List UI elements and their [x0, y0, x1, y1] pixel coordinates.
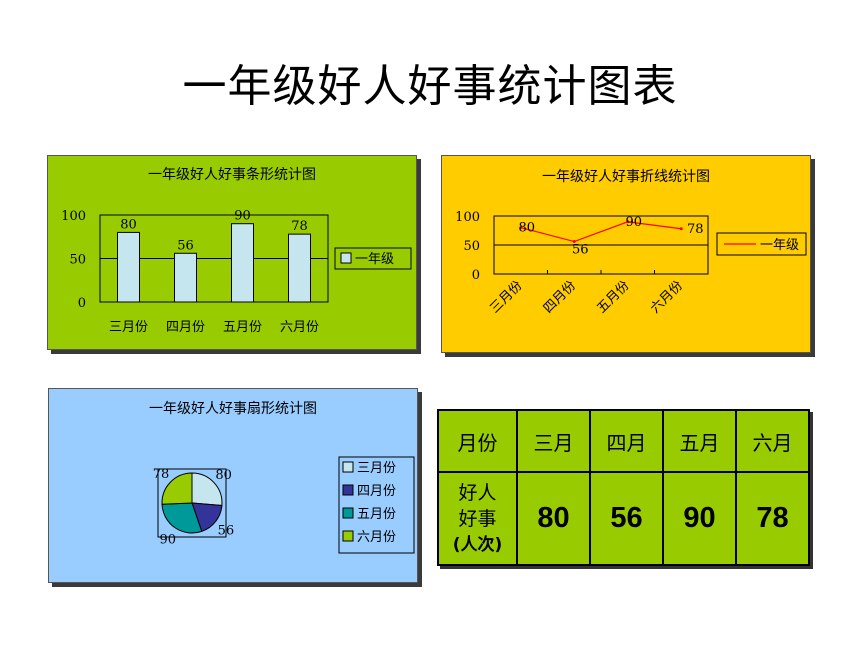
row-label-line: 好人 — [458, 481, 497, 504]
data-label: 56 — [177, 238, 194, 253]
legend-label: 五月份 — [357, 507, 396, 522]
table-header-row: 月份 三月 四月 五月 六月 — [437, 409, 810, 473]
y-tick-label: 0 — [472, 268, 480, 283]
row-label-line: 好事 — [458, 507, 497, 530]
page-title: 一年级好人好事统计图表 — [182, 61, 678, 112]
chart-title: 一年级好人好事条形统计图 — [148, 166, 316, 183]
legend-box — [716, 232, 807, 256]
data-label: 90 — [234, 209, 251, 224]
legend-swatch — [342, 507, 354, 519]
legend-label: 三月份 — [357, 461, 396, 476]
pie-slice — [191, 472, 223, 507]
legend-label: 一年级 — [760, 238, 799, 253]
table-value: 56 — [589, 471, 664, 566]
y-tick-label: 100 — [455, 210, 480, 225]
x-tick-label: 六月份 — [280, 320, 319, 335]
x-tick-label: 六月份 — [648, 278, 686, 316]
data-point — [519, 226, 523, 230]
legend-swatch — [340, 252, 352, 264]
x-tick-label: 三月份 — [487, 278, 525, 316]
table-value: 78 — [735, 471, 810, 566]
pie-slice — [161, 472, 193, 505]
bar — [117, 231, 140, 303]
data-point — [679, 227, 683, 231]
data-point — [572, 240, 576, 244]
bar — [288, 233, 311, 303]
table-row-label: 好人 好事 (人次) — [437, 471, 518, 566]
legend-box — [338, 456, 415, 554]
legend-swatch — [342, 484, 354, 496]
data-label: 80 — [120, 217, 137, 232]
table-header-label: 月份 — [437, 409, 518, 473]
bar-chart-panel: 一年级好人好事条形统计图 0 50 100 80 三月份 56 四月份 90 五月份 78 六月份 一年… — [47, 155, 417, 350]
y-tick-label: 100 — [61, 209, 86, 224]
x-tick-label: 三月份 — [109, 320, 148, 335]
bar-chart: 一年级好人好事条形统计图 0 50 100 80 三月份 56 四月份 90 五月份 78 六月份 一年… — [61, 166, 412, 335]
line-chart-panel: 一年级好人好事折线统计图 0 50 100 80 三月份 56 四月份 90 五月份 78 六月份 一年… — [441, 155, 811, 353]
plot-area — [157, 468, 227, 538]
row-label-unit: (人次) — [452, 534, 503, 555]
bar — [174, 252, 197, 303]
series-line — [520, 221, 682, 243]
table-month: 五月 — [662, 409, 737, 473]
table-month: 四月 — [589, 409, 664, 473]
data-label: 90 — [159, 533, 176, 548]
legend-swatch — [342, 530, 354, 542]
data-label: 90 — [625, 215, 642, 230]
legend-box — [334, 247, 412, 270]
table-month: 三月 — [516, 409, 591, 473]
y-tick-label: 50 — [69, 253, 86, 268]
bar — [231, 223, 254, 303]
data-label: 56 — [218, 523, 235, 538]
line-chart: 一年级好人好事折线统计图 0 50 100 80 三月份 56 四月份 90 五月份 78 六月份 一年… — [455, 169, 807, 316]
chart-title: 一年级好人好事折线统计图 — [542, 169, 710, 185]
data-label: 80 — [518, 221, 535, 236]
y-tick-label: 50 — [463, 239, 480, 254]
legend-swatch — [342, 461, 354, 473]
pie-slice — [161, 502, 203, 534]
table-value: 90 — [662, 471, 737, 566]
data-label: 78 — [687, 222, 704, 237]
x-tick-label: 四月份 — [166, 320, 205, 335]
data-label: 78 — [291, 219, 308, 234]
chart-title: 一年级好人好事扇形统计图 — [149, 401, 317, 417]
pie-chart-panel: 一年级好人好事扇形统计图 80 56 90 78 三月份四月份五月份六月份 — [48, 388, 418, 583]
data-label: 78 — [153, 467, 170, 482]
legend-label: 四月份 — [357, 484, 396, 499]
legend-label: 六月份 — [357, 530, 396, 545]
table-value: 80 — [516, 471, 591, 566]
table-month: 六月 — [735, 409, 810, 473]
x-tick-label: 五月份 — [594, 278, 632, 316]
data-table: 月份 三月 四月 五月 六月 好人 好事 (人次) 80 56 90 78 — [437, 409, 810, 566]
data-point — [626, 220, 630, 224]
table-row: 好人 好事 (人次) 80 56 90 78 — [437, 471, 810, 566]
y-tick-label: 0 — [78, 296, 86, 311]
x-tick-label: 五月份 — [223, 320, 262, 335]
data-label: 56 — [572, 243, 589, 258]
x-tick-label: 四月份 — [541, 278, 579, 316]
legend-label: 一年级 — [355, 252, 394, 267]
data-label: 80 — [215, 468, 232, 483]
